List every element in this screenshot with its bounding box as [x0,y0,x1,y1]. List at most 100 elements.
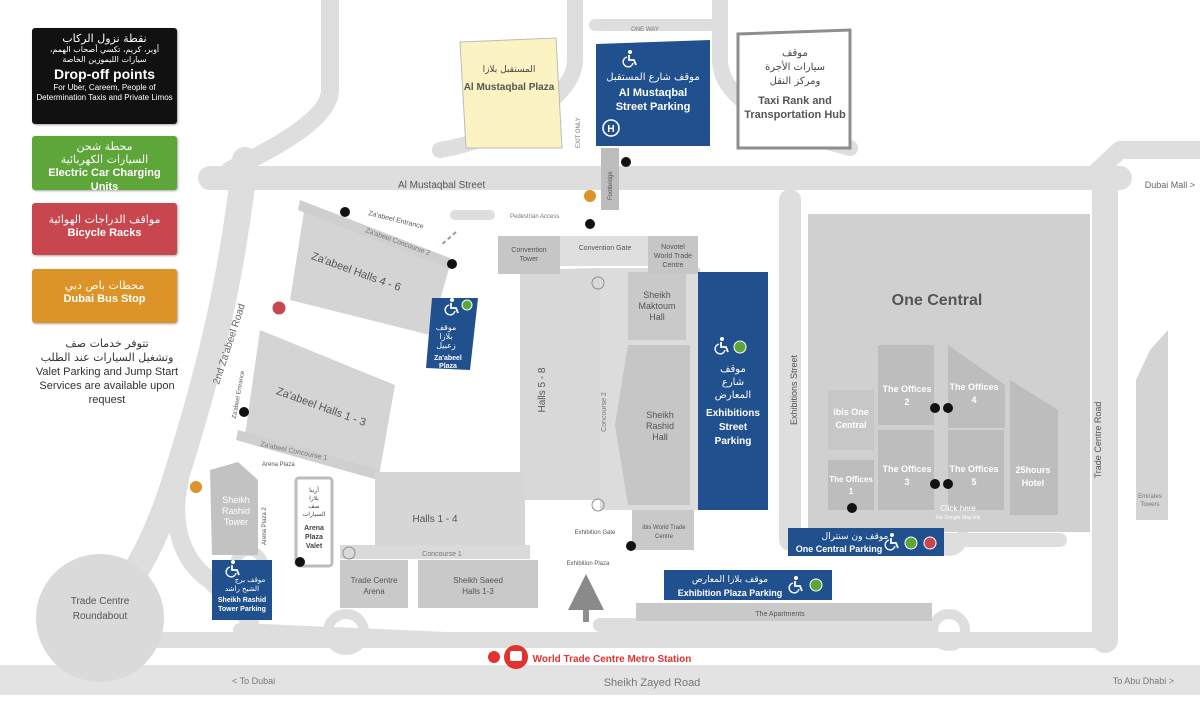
road-trade-centre: Trade Centre Road [1093,402,1103,479]
bus-stop-zaabeel[interactable] [190,481,202,493]
label-emirates-2: Towers [1140,502,1159,508]
label-mustaqbal-parking-1: Al Mustaqbal [619,87,687,99]
label-zaabeel-parking-ar2: بلازا [439,332,452,341]
label-novotel-2: World Trade [654,253,692,260]
label-mustaqbal-plaza-ar: المستقبل بلازا [483,65,536,75]
label-halls-58: Halls 5 - 8 [537,367,548,412]
label-taxi-ar1: موقف [782,48,808,59]
label-concourse-1: Concourse 1 [422,551,462,558]
label-exh-parking-ar1: موقف [720,364,746,375]
label-arena-1: Trade Centre [351,576,398,585]
label-apartments: The Apartments [755,611,805,618]
label-exh-parking-ar3: المعارض [715,390,751,401]
legend-charging-title: Electric Car Charging Units [48,167,161,193]
legend-dropoff-sub1: For Uber, Careem, People of [53,83,156,92]
label-mustaqbal-parking-2: Street Parking [616,101,691,113]
charging-markers[interactable] [461,299,918,592]
label-exh-parking-ar2: شارع [722,377,744,388]
label-arena-valet-1: Arena [304,525,324,532]
label-halls-14: Halls 1 - 4 [412,514,457,525]
label-one-central: One Central [892,292,983,309]
legend-dropoff-ar-sub2: سيارات الليموزين الخاصة [62,55,147,64]
label-arena-valet-2: Plaza [305,534,323,541]
road-mustaqbal: Al Mustaqbal Street [398,180,485,191]
label-zaabeel-entrance: Za'abeel Entrance [368,210,425,231]
legend-dropoff-ar: نقطة نزول الركاب [62,32,147,45]
click-here-sub[interactable]: For Google Map link [935,515,981,521]
road-to-abu-dhabi: To Abu Dhabi > [1113,676,1174,686]
label-zaabeel-parking-3: Parking [433,371,459,378]
legend-bicycle[interactable]: مواقف الدراجات الهوائية Bicycle Racks [32,203,177,255]
bicycle-rack-zaabeel[interactable] [271,300,287,316]
label-convention-tower-2: Tower [520,256,539,263]
label-arena-valet-ar1: أرينا [309,486,319,494]
label-rashid-parking-1: Sheikh Rashid [218,597,266,604]
h-mark: H [607,124,614,135]
label-offices-4b: 4 [971,395,976,405]
label-oc-parking: One Central Parking [796,544,883,554]
label-oc-parking-ar: موقف ون سنترال [822,532,889,542]
road-szr: Sheikh Zayed Road [604,677,701,689]
legend-bus-title: Dubai Bus Stop [63,293,146,305]
label-convention-gate: Convention Gate [579,245,632,252]
legend-charging[interactable]: محطة شحن السيارات الكهربائية Electric Ca… [32,136,177,193]
valet-en2: Services are available upon request [39,380,175,406]
label-exhibition-plaza: Exhibition Plaza [567,561,610,567]
info-icons [342,276,605,560]
al-mustaqbal-plaza[interactable] [459,37,563,149]
label-saeed-1: Sheikh Saeed [453,576,503,585]
legend-bus[interactable]: محطات باص دبي Dubai Bus Stop [32,269,177,323]
label-offices-2b: 2 [904,397,909,407]
label-taxi-2: Transportation Hub [744,109,846,121]
label-ibis-one-2: Central [835,420,866,430]
label-offices-3a: The Offices [882,464,931,474]
dropoff-markers[interactable] [239,157,953,567]
label-offices-4a: The Offices [949,382,998,392]
label-offices-3b: 3 [904,477,909,487]
label-rashid-parking-ar1: موقف برج [235,576,266,584]
label-ep-parking: Exhibition Plaza Parking [678,588,783,598]
label-rashid-tower-1: Sheikh [222,495,250,505]
label-one-way: ONE WAY [631,27,659,33]
label-ibis-wtc-2: Centre [655,534,674,540]
valet-note: تتوفر خدمات صف وتشغيل السيارات عند الطلب… [22,337,192,407]
label-maktoum-2: Maktoum [638,301,675,311]
label-offices-1a: The Offices [829,475,873,484]
bus-stop-mustaqbal[interactable] [584,190,596,202]
valet-ar1: تتوفر خدمات صف [65,337,149,350]
label-roundabout-1: Trade Centre [71,596,130,607]
label-mustaqbal-plaza: Al Mustaqbal Plaza [464,82,555,93]
label-arena-valet-ar2: بلازا [309,495,319,502]
label-exh-parking-2: Street [719,422,748,433]
label-taxi-ar2: سيارات الأجرة [765,60,825,73]
label-rashid-hall-2: Rashid [646,421,674,431]
bicycle-rack-metro[interactable] [488,651,500,663]
label-arena-valet-3: Valet [306,543,323,550]
label-pedestrian: Pedestrian Access [510,214,559,220]
legend-charging-ar1: محطة شحن [76,140,133,153]
label-roundabout-2: Roundabout [73,611,128,622]
label-rashid-parking-2: Tower Parking [218,606,266,613]
label-arena-plaza-2: Arena Plaza 2 [262,507,268,545]
parking-blocks[interactable] [212,40,944,620]
label-ibis-wtc-1: ibis World Trade [642,525,686,531]
label-zaabeel-parking-1: Za'abeel [434,355,462,362]
taxi-rank[interactable] [736,28,852,150]
label-zaabeel-parking-ar1: موقف [436,323,457,332]
legend-dropoff-ar-sub1: أوبر، كريم، تكسي أصحاب الهمم، [49,45,160,54]
label-rashid-hall-1: Sheikh [646,410,674,420]
trade-centre-roundabout [36,554,164,682]
label-25hours-1: 25hours [1015,465,1050,475]
label-arena-plaza: Arena Plaza [262,462,295,468]
legend-bus-ar: محطات باص دبي [64,279,145,292]
label-offices-2a: The Offices [882,384,931,394]
label-mustaqbal-parking-ar: موقف شارع المستقبل [606,72,699,83]
legend-charging-ar2: السيارات الكهربائية [60,153,149,166]
road-exhibitions-street: Exhibitions Street [789,354,799,425]
label-rashid-tower-2: Rashid [222,506,250,516]
legend-bicycle-ar: مواقف الدراجات الهوائية [48,213,161,226]
legend-dropoff[interactable]: نقطة نزول الركاب أوبر، كريم، تكسي أصحاب … [32,28,177,124]
click-here-link[interactable]: Click here [940,504,976,513]
